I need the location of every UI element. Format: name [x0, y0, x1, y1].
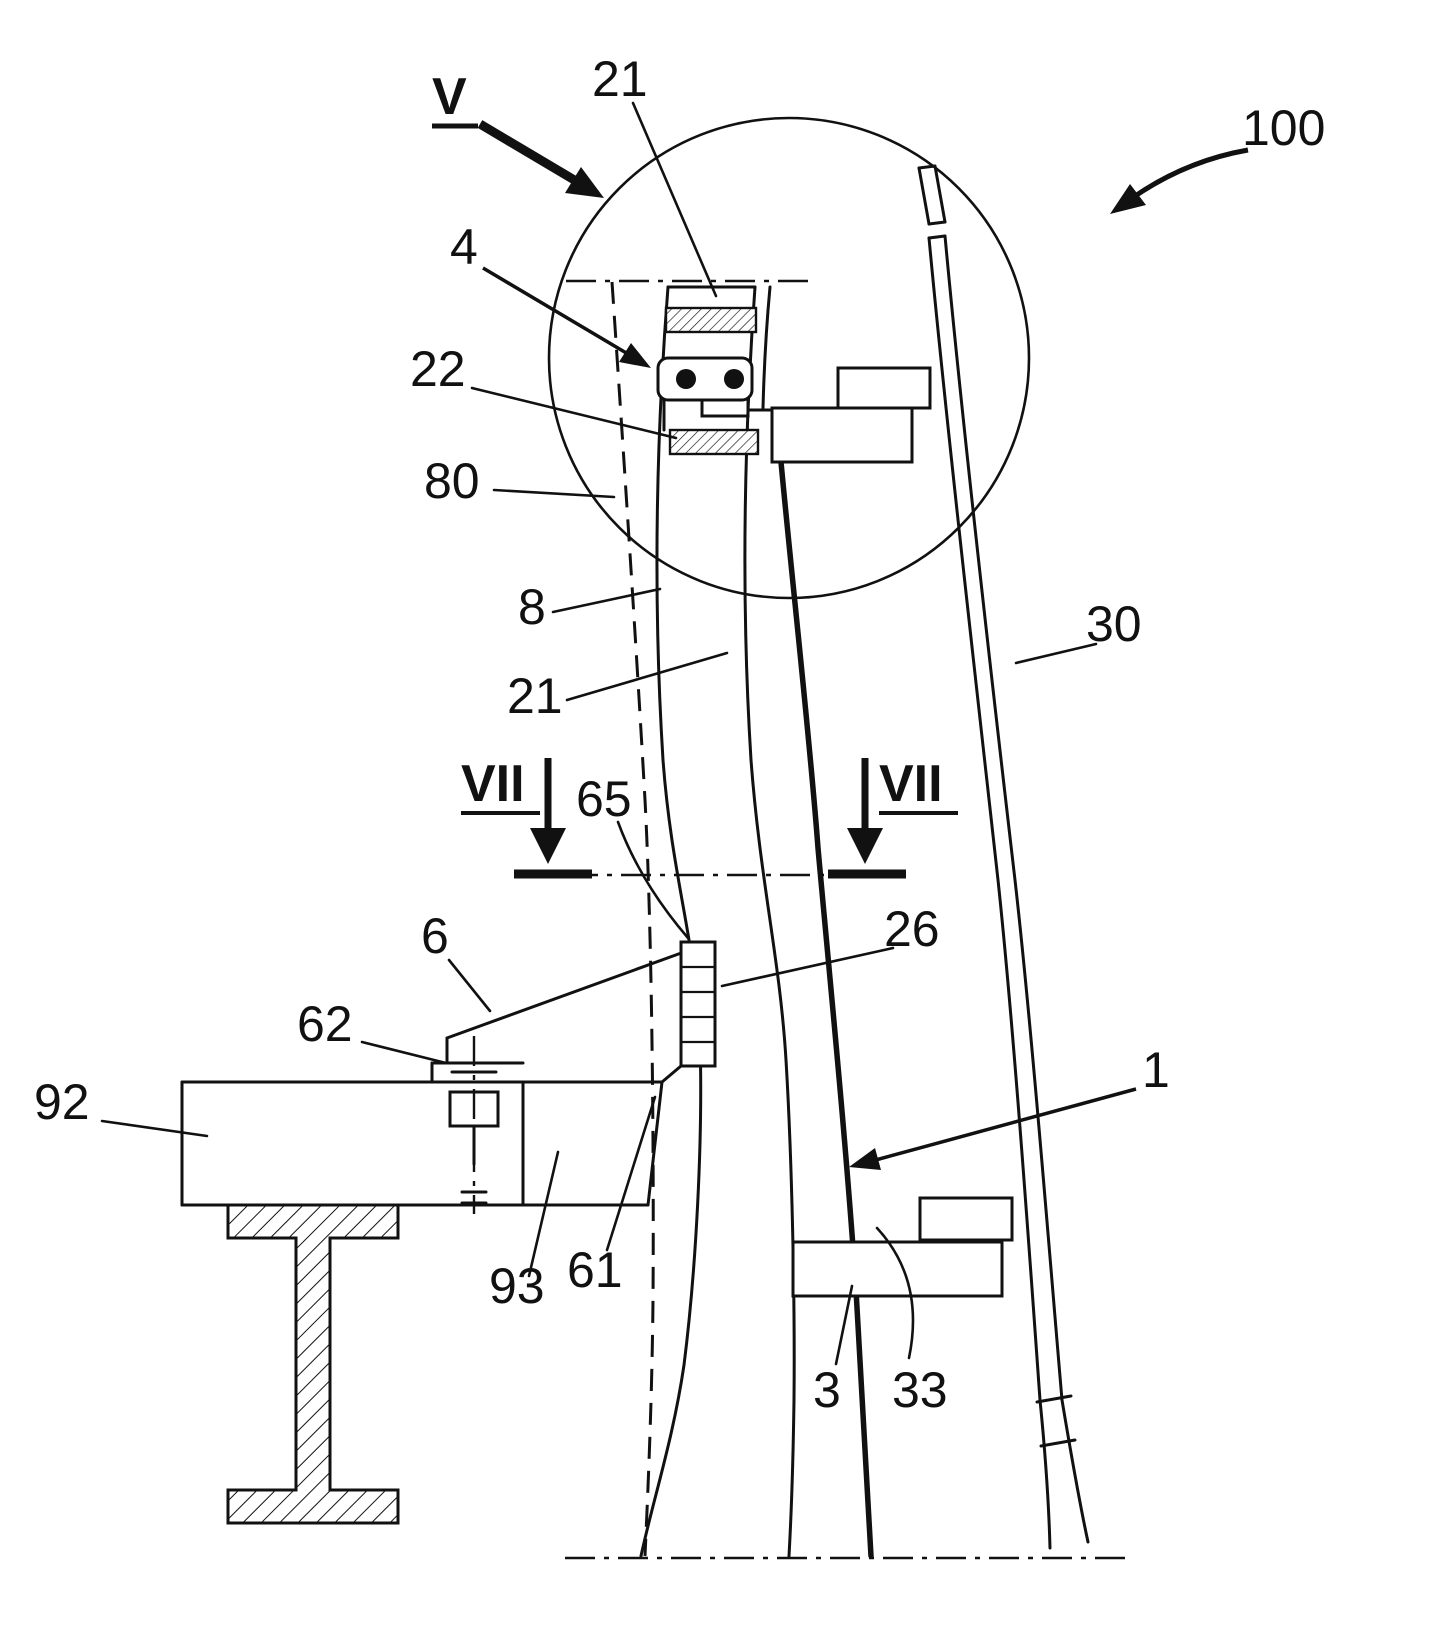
leader-65	[616, 820, 690, 940]
bracket-lower-right	[660, 1064, 683, 1084]
leader-26	[720, 946, 895, 988]
frame-right-edge	[743, 285, 796, 1558]
label-6: 6	[421, 908, 449, 964]
leader-8	[551, 587, 662, 614]
leader-80	[492, 488, 616, 499]
label-section-v: V	[432, 68, 467, 126]
label-3: 3	[813, 1362, 841, 1418]
skin-inner-line	[927, 236, 1052, 1550]
section-arrow-v	[477, 120, 604, 198]
label-33: 33	[892, 1362, 948, 1418]
v-arrow-shaft	[477, 120, 579, 185]
label-30: 30	[1086, 596, 1142, 652]
leader-33	[875, 1226, 915, 1360]
label-92: 92	[34, 1074, 90, 1130]
reference-arrow-4	[482, 266, 651, 368]
stringer-clip-lower-small	[918, 1196, 1014, 1242]
skin-joint-tick-upper	[1035, 1394, 1073, 1404]
leader-21-top	[631, 101, 718, 298]
skin-cap	[927, 234, 947, 240]
section-arrow-vii-right	[828, 758, 906, 879]
i-beam-cross-section	[226, 1203, 400, 1525]
arrow-100-head	[1110, 184, 1146, 214]
shim-strip-upper	[664, 306, 758, 334]
frame-web-heavy-line	[778, 459, 874, 1559]
label-93: 93	[489, 1258, 545, 1314]
skin-stub-cap-bottom	[927, 220, 947, 226]
vii-right-arrowhead	[847, 828, 883, 864]
bolt-right	[724, 369, 744, 389]
arrow-1-shaft	[871, 1087, 1137, 1163]
leader-61	[605, 1095, 657, 1252]
label-22: 22	[410, 341, 466, 397]
label-21-top: 21	[592, 51, 648, 107]
skin-stub-outer	[933, 164, 947, 224]
arrow-100-shaft	[1122, 147, 1249, 207]
label-26: 26	[884, 901, 940, 957]
arrow-1-head	[849, 1148, 881, 1170]
vii-left-arrowhead	[530, 828, 566, 864]
stringer-clip-upper-small	[836, 366, 932, 410]
stringer-clip-lower-large-3	[791, 1240, 1004, 1298]
label-80: 80	[424, 453, 480, 509]
skin-stub-inner	[917, 166, 931, 226]
label-62: 62	[297, 996, 353, 1052]
v-arrowhead	[565, 167, 604, 198]
dashed-contour-80	[610, 281, 655, 1557]
clamp-fitting-body	[656, 356, 754, 402]
label-4: 4	[450, 219, 478, 275]
floor-right-edge	[646, 1080, 664, 1207]
frame-left-edge	[639, 285, 703, 1558]
label-section-vii-right: VII	[879, 755, 943, 813]
leader-92	[100, 1119, 209, 1138]
reference-arrow-100	[1110, 147, 1249, 214]
leader-22	[470, 386, 678, 440]
stringer-clip-upper-large	[770, 406, 914, 464]
skin-joint-tick-lower	[1039, 1438, 1077, 1448]
leader-21-mid	[565, 651, 729, 702]
label-21-mid: 21	[507, 668, 563, 724]
label-100: 100	[1242, 100, 1325, 156]
clamp-step	[700, 398, 750, 418]
section-arrow-vii-left	[514, 758, 592, 879]
skin-outer-line	[943, 234, 1090, 1544]
frame-flange-line	[761, 285, 772, 410]
detail-circle-v	[547, 116, 1031, 600]
leader-3	[834, 1284, 854, 1366]
connection-stack-65	[679, 940, 717, 1068]
label-section-vii-left: VII	[461, 755, 525, 813]
leader-62	[360, 1040, 448, 1065]
reference-arrow-1	[849, 1087, 1137, 1170]
arrow-4-head	[619, 343, 651, 368]
bolt-left	[676, 369, 696, 389]
label-1: 1	[1142, 1042, 1170, 1098]
arrow-4-shaft	[482, 266, 629, 356]
label-61: 61	[567, 1242, 623, 1298]
leader-6	[447, 958, 492, 1013]
bracket-top-edge	[445, 950, 686, 1040]
label-65: 65	[576, 771, 632, 827]
leader-30	[1014, 642, 1098, 665]
shim-strip-lower-22	[668, 428, 760, 456]
leader-93	[527, 1150, 560, 1278]
label-8: 8	[518, 579, 546, 635]
